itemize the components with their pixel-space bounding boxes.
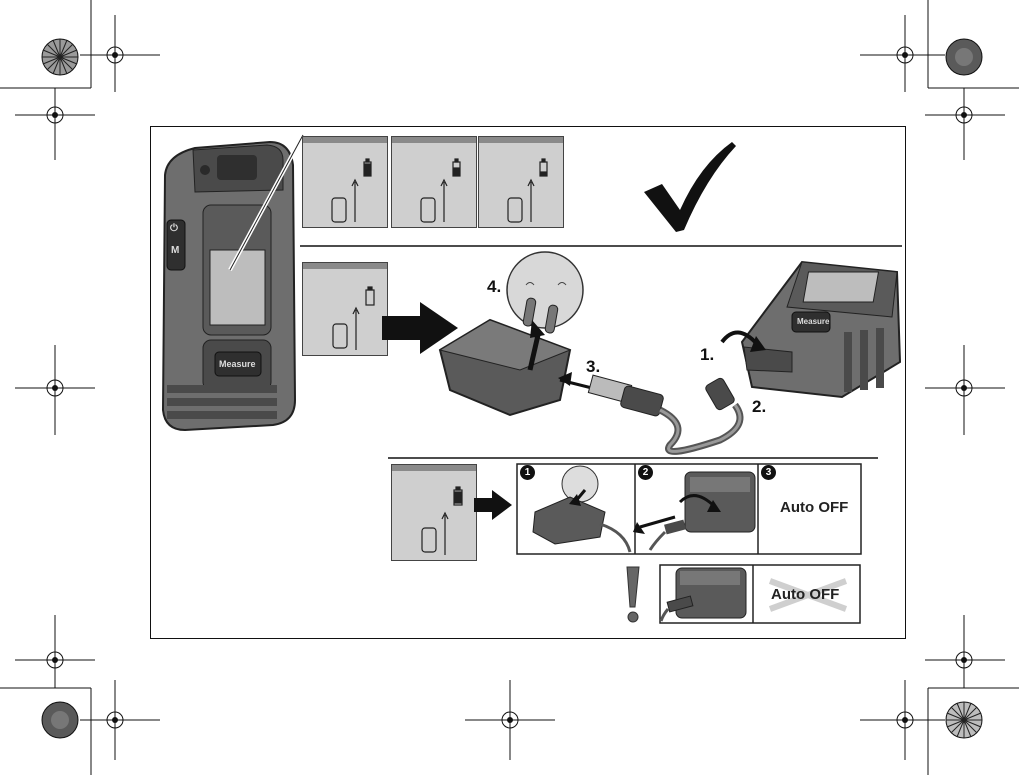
step-circle-2: 2	[638, 465, 653, 480]
auto-off-label: Auto OFF	[780, 499, 848, 516]
auto-off-crossed-label: Auto OFF	[771, 586, 839, 603]
step-circle-1: 1	[520, 465, 535, 480]
step-circle-3: 3	[761, 465, 776, 480]
warning-exclamation-icon	[623, 565, 643, 625]
